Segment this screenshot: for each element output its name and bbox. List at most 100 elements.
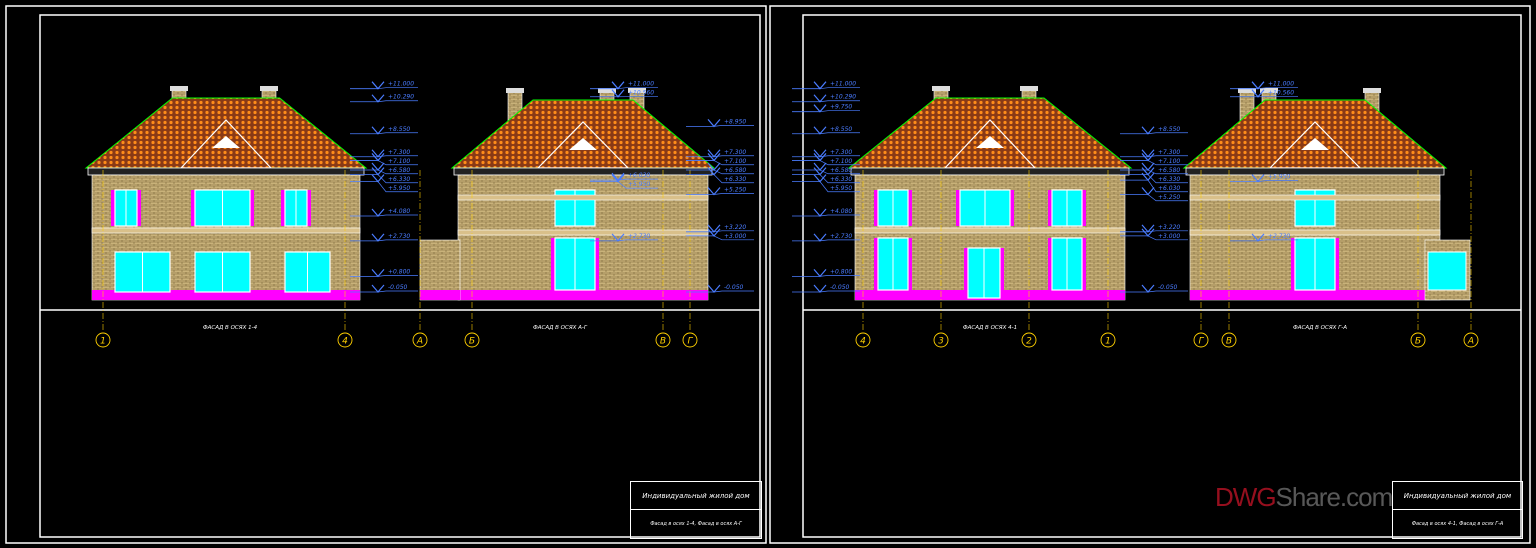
level-leader [713, 160, 754, 166]
level-arrow-icon [813, 268, 827, 278]
axis-marker: 1 [1100, 170, 1116, 348]
level-label: +11.000 [1268, 81, 1294, 88]
level-mark: +0.800 [350, 268, 418, 278]
level-leader [377, 181, 418, 193]
level-leader [819, 110, 860, 113]
level-arrow-icon [1141, 167, 1155, 176]
watermark-logo: DWGShare.com [1215, 482, 1393, 513]
building-facade [450, 88, 716, 301]
axis-label: 3 [938, 337, 944, 347]
level-leader [377, 160, 418, 166]
level-label: +5.250 [1158, 194, 1180, 201]
axis-circle [95, 332, 111, 348]
level-label: +10.290 [830, 94, 856, 101]
level-leader [377, 239, 418, 242]
level-leader [713, 193, 754, 195]
sheet-1-inner-frame [39, 14, 761, 538]
level-label: +6.330 [724, 176, 746, 183]
level-label: +10.560 [1268, 90, 1294, 97]
belt-course [91, 227, 361, 234]
level-mark: +3.000 [1120, 228, 1188, 241]
level-mark: +2.730 [792, 233, 860, 242]
level-label: +5.950 [1268, 174, 1290, 181]
axis-marker: 1 [95, 170, 111, 348]
watermark-part1: DWG [1215, 482, 1277, 512]
level-leader [1147, 179, 1188, 193]
level-leader [617, 181, 658, 189]
level-leader [377, 155, 418, 158]
level-mark: +3.220 [1120, 224, 1188, 233]
facade-title: ФАСАД В ОСЯХ 4-1 [963, 325, 1017, 331]
building-facade [847, 86, 1133, 301]
axis-marker: 2 [1021, 170, 1037, 348]
level-mark: +10.290 [350, 94, 418, 103]
level-leader [819, 239, 860, 242]
level-leader [1147, 155, 1188, 158]
level-label: +7.300 [1158, 149, 1180, 156]
chimney-cap [506, 88, 524, 93]
axis-marker: 4 [337, 170, 353, 348]
level-label: +6.030 [1158, 185, 1180, 192]
level-mark: +8.550 [792, 126, 860, 135]
level-label: +6.580 [388, 167, 410, 174]
level-arrow-icon [813, 208, 827, 217]
sheet-2-outer-frame [769, 5, 1531, 544]
level-label: +5.950 [628, 181, 650, 188]
level-label: +2.730 [830, 233, 852, 240]
title-block-1: Индивидуальный жилой дом Фасад в осях 1-… [630, 481, 762, 539]
level-leader [1147, 235, 1188, 241]
chimney-cap [170, 86, 188, 91]
level-mark: +8.950 [686, 118, 754, 128]
level-mark: +7.100 [686, 153, 754, 166]
chimney-cap [260, 86, 278, 91]
level-label: +11.000 [830, 81, 856, 88]
level-mark: -0.050 [686, 284, 754, 293]
level-leader [819, 87, 860, 90]
level-mark: +3.220 [686, 224, 754, 233]
level-label: +10.560 [628, 90, 654, 97]
level-label: -0.050 [724, 284, 744, 291]
level-mark: +11.000 [590, 81, 658, 90]
axis-marker: В [1221, 170, 1237, 348]
level-leader [1147, 194, 1188, 202]
axis-circle [1021, 332, 1037, 348]
level-mark: +5.950 [792, 174, 860, 193]
plinth [458, 290, 708, 300]
level-label: +7.100 [1158, 158, 1180, 165]
axis-marker: Б [1410, 170, 1426, 348]
level-mark: +4.080 [792, 208, 860, 217]
level-label: +0.800 [388, 268, 410, 275]
axis-marker: А [412, 170, 428, 348]
level-mark: +6.330 [350, 167, 418, 184]
level-mark: +4.080 [350, 208, 418, 217]
cornice [453, 167, 713, 176]
level-label: -0.050 [830, 284, 850, 291]
level-arrow-icon [707, 284, 721, 293]
level-mark: +5.950 [590, 174, 658, 189]
belt-course [854, 227, 1126, 234]
level-leader [1257, 239, 1298, 242]
level-leader [819, 100, 860, 103]
level-leader [377, 290, 418, 293]
facade-title: ФАСАД В ОСЯХ Г-А [1293, 325, 1347, 331]
chimney-cap [932, 86, 950, 91]
level-leader [713, 125, 754, 127]
axis-circle [337, 332, 353, 348]
level-arrow-icon [707, 119, 721, 128]
axis-label: 1 [100, 337, 106, 347]
level-arrow-icon [707, 187, 721, 196]
axis-label: 4 [342, 337, 348, 347]
plinth [92, 290, 360, 300]
level-mark: +7.100 [1120, 153, 1188, 166]
axis-marker: 4 [855, 170, 871, 348]
level-mark: +10.290 [792, 94, 860, 103]
gable-vent [976, 136, 1004, 148]
level-mark: +7.100 [350, 153, 418, 166]
axis-circle [655, 332, 671, 348]
gable-vent [569, 138, 597, 150]
annex-plinth [420, 290, 460, 300]
level-mark: +10.560 [1230, 89, 1298, 98]
level-mark: +7.100 [792, 153, 860, 166]
level-leader [713, 174, 754, 184]
